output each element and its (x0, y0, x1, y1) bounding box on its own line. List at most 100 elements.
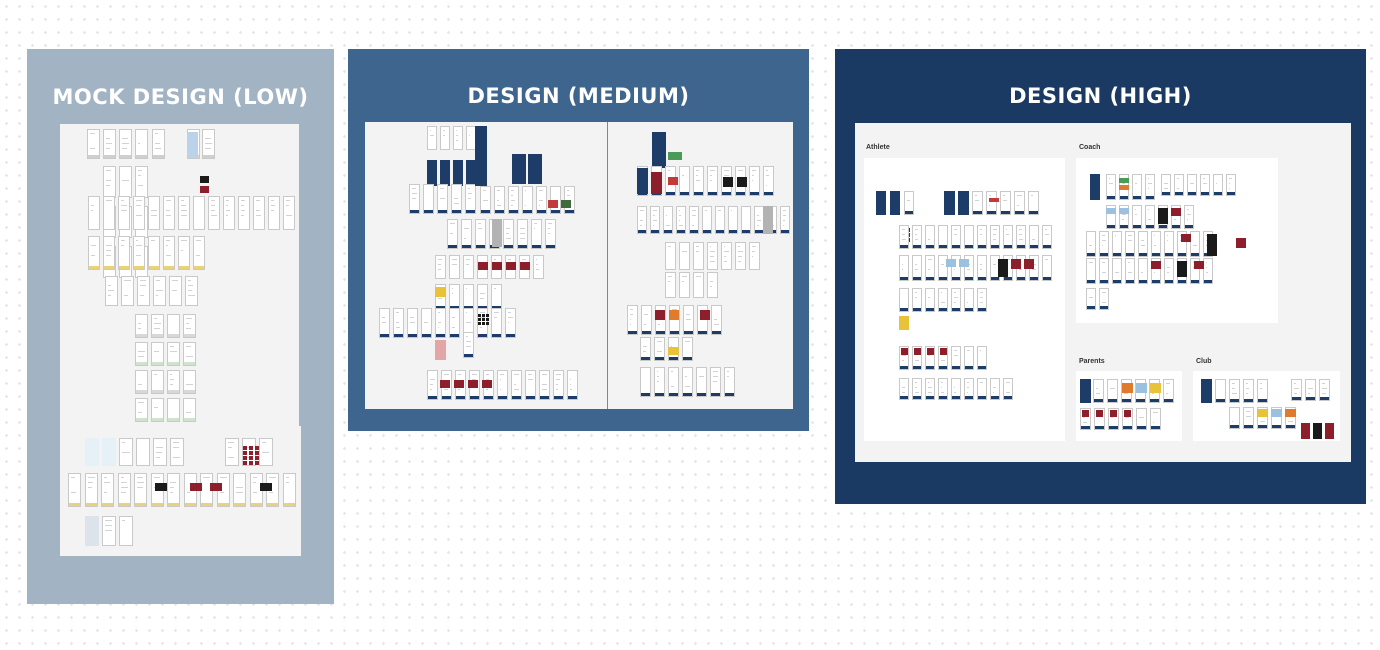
screen-thumbnail (1164, 258, 1174, 284)
group-parents-panel (1076, 371, 1182, 441)
screens-club (1193, 371, 1340, 441)
screen-thumbnail (249, 461, 253, 465)
screen-thumbnail (163, 236, 175, 270)
screen-thumbnail (249, 451, 253, 455)
screen-thumbnail (1086, 288, 1096, 310)
screen-thumbnail (1203, 258, 1213, 284)
screen-thumbnail (1042, 225, 1052, 249)
screen-thumbnail (951, 378, 961, 400)
screen-thumbnail (85, 438, 99, 466)
screen-thumbnail (135, 314, 148, 338)
screen-thumbnail (1313, 423, 1322, 439)
screen-thumbnail (683, 305, 694, 335)
screen-thumbnail (899, 316, 909, 330)
screen-thumbnail (741, 206, 751, 234)
screen-thumbnail (951, 346, 961, 370)
screen-thumbnail (951, 288, 961, 312)
screen-thumbnail (1150, 408, 1161, 430)
screen-thumbnail (119, 516, 133, 546)
screen-thumbnail (84, 473, 98, 507)
screen-thumbnail (249, 456, 253, 460)
screen-thumbnail (170, 438, 184, 466)
screen-thumbnail (640, 337, 651, 361)
screen-thumbnail (117, 473, 131, 507)
screen-thumbnail (520, 262, 530, 270)
screen-thumbnail (193, 196, 205, 230)
screen-thumbnail (482, 314, 485, 317)
screen-thumbnail (938, 225, 948, 249)
screen-thumbnail (1016, 225, 1026, 249)
screen-thumbnail (650, 206, 660, 234)
screen-thumbnail (912, 346, 922, 370)
screen-thumbnail (427, 126, 437, 150)
screen-thumbnail (1150, 383, 1161, 393)
screen-thumbnail (693, 272, 704, 298)
screen-thumbnail (133, 196, 145, 230)
screen-thumbnail (711, 305, 722, 335)
screen-thumbnail (1177, 261, 1187, 277)
screen-thumbnail (454, 380, 464, 388)
screen-thumbnail (707, 166, 718, 196)
screen-thumbnail (735, 242, 746, 270)
screen-thumbnail (749, 242, 760, 270)
screen-thumbnail (553, 370, 564, 400)
screen-thumbnail (486, 314, 489, 317)
screen-thumbnail (693, 242, 704, 270)
screen-thumbnail (522, 186, 533, 214)
screen-thumbnail (119, 438, 133, 466)
screen-thumbnail (1029, 225, 1039, 249)
screen-thumbnail (545, 219, 556, 249)
screen-thumbnail (407, 308, 418, 338)
screen-thumbnail (440, 160, 450, 186)
screen-thumbnail (737, 177, 747, 187)
screen-thumbnail (707, 242, 718, 270)
screen-thumbnail (449, 284, 460, 310)
screen-thumbnail (654, 367, 665, 397)
screen-thumbnail (1136, 383, 1147, 393)
section-title-medium: DESIGN (MEDIUM) (467, 84, 690, 108)
screen-thumbnail (958, 191, 969, 215)
screen-thumbnail (1229, 407, 1240, 429)
screen-thumbnail (1171, 208, 1181, 216)
screen-thumbnail (185, 276, 198, 306)
screen-thumbnail (525, 370, 536, 400)
screen-thumbnail (637, 206, 647, 234)
screen-thumbnail (724, 367, 735, 397)
screen-thumbnail (163, 196, 175, 230)
screen-thumbnail (409, 184, 420, 214)
screen-thumbnail (506, 262, 516, 270)
screen-thumbnail (427, 370, 438, 400)
screen-thumbnail (1243, 379, 1254, 403)
screen-thumbnail (652, 132, 666, 168)
screen-thumbnail (964, 225, 974, 249)
screen-thumbnail (1080, 408, 1091, 430)
screen-thumbnail (255, 461, 259, 465)
screen-thumbnail (511, 370, 522, 400)
screen-thumbnail (1094, 408, 1105, 430)
screen-thumbnail (482, 318, 485, 321)
screen-thumbnail (102, 516, 116, 546)
screen-thumbnail (249, 473, 263, 507)
screen-thumbnail (665, 242, 676, 270)
screen-thumbnail (567, 370, 578, 400)
section-mock-design-low: MOCK DESIGN (LOW) (27, 49, 334, 604)
screen-thumbnail (682, 337, 693, 361)
screen-thumbnail (1093, 379, 1104, 403)
screen-thumbnail (627, 305, 638, 335)
screen-thumbnail (255, 446, 259, 450)
screen-thumbnail (1003, 378, 1013, 400)
screen-thumbnail (1291, 379, 1302, 401)
screen-thumbnail (899, 255, 909, 281)
group-athlete (864, 158, 1065, 441)
screen-thumbnail (1107, 379, 1118, 403)
group-label-parents: Parents (1079, 358, 1105, 365)
screen-thumbnail (151, 370, 164, 394)
screen-thumbnail (167, 473, 180, 507)
screen-thumbnail (951, 225, 961, 249)
screen-thumbnail (1119, 205, 1129, 229)
screen-thumbnail (1099, 231, 1109, 257)
screen-thumbnail (435, 287, 446, 297)
screen-thumbnail (780, 206, 790, 234)
screen-thumbnail (167, 398, 180, 422)
screen-thumbnail (938, 255, 948, 281)
